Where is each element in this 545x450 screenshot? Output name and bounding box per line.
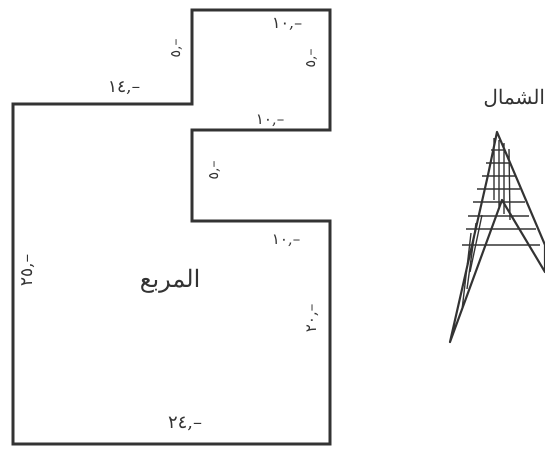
dimension-notch-top: ١٠,– bbox=[256, 110, 284, 128]
dimension-top-right-vertical: ٥,– bbox=[303, 49, 319, 68]
north-label: الشمال bbox=[483, 85, 545, 109]
north-arrow: الشمال bbox=[448, 85, 545, 344]
dimension-bottom-edge: ٢٤,– bbox=[168, 412, 202, 433]
dimension-top-left-vertical: ٥,– bbox=[168, 39, 184, 58]
north-arrow-hatching bbox=[461, 138, 540, 311]
dimension-notch-vertical: ٥,– bbox=[206, 161, 222, 180]
dimension-notch-bottom: ١٠,– bbox=[272, 230, 300, 248]
dimension-right-lower-side: ٢٠,– bbox=[302, 304, 320, 332]
dimension-left-side: ٢٥,– bbox=[17, 254, 37, 286]
north-arrow-icon bbox=[448, 130, 545, 344]
dimension-top-edge: ١٠,– bbox=[272, 13, 302, 32]
plan-outline bbox=[11, 8, 332, 446]
plan-center-label: المربع bbox=[140, 265, 201, 293]
dimension-upper-left-horizontal: ١٤,– bbox=[108, 77, 140, 97]
